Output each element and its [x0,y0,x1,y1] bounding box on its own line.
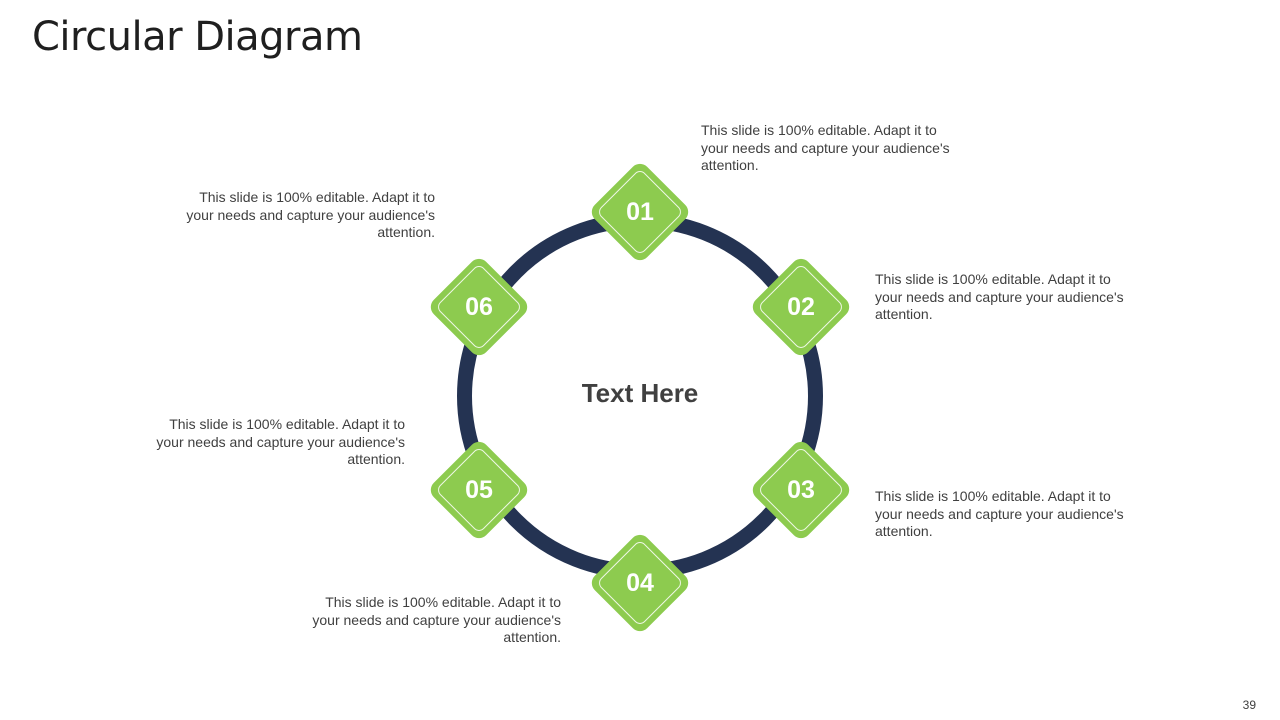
step-description-01: This slide is 100% editable. Adapt it to… [701,122,950,173]
step-node-06: 06 [428,256,530,358]
step-node-01: 01 [589,161,691,263]
slide-title: Circular Diagram [32,14,363,60]
step-node-02: 02 [750,256,852,358]
step-description-06: This slide is 100% editable. Adapt it to… [186,189,435,240]
center-text: Text Here [581,378,699,408]
page-number: 39 [1242,698,1256,712]
step-node-04: 04 [589,532,691,634]
step-description-04: This slide is 100% editable. Adapt it to… [312,594,561,645]
step-number: 05 [465,476,493,504]
step-description-05: This slide is 100% editable. Adapt it to… [156,416,405,467]
step-number: 04 [626,569,654,597]
step-node-05: 05 [428,439,530,541]
step-number: 03 [787,476,815,504]
step-number: 06 [465,293,493,321]
step-description-03: This slide is 100% editable. Adapt it to… [875,488,1124,539]
step-number: 02 [787,293,815,321]
step-number: 01 [626,198,654,226]
step-description-02: This slide is 100% editable. Adapt it to… [875,271,1124,322]
step-node-03: 03 [750,439,852,541]
